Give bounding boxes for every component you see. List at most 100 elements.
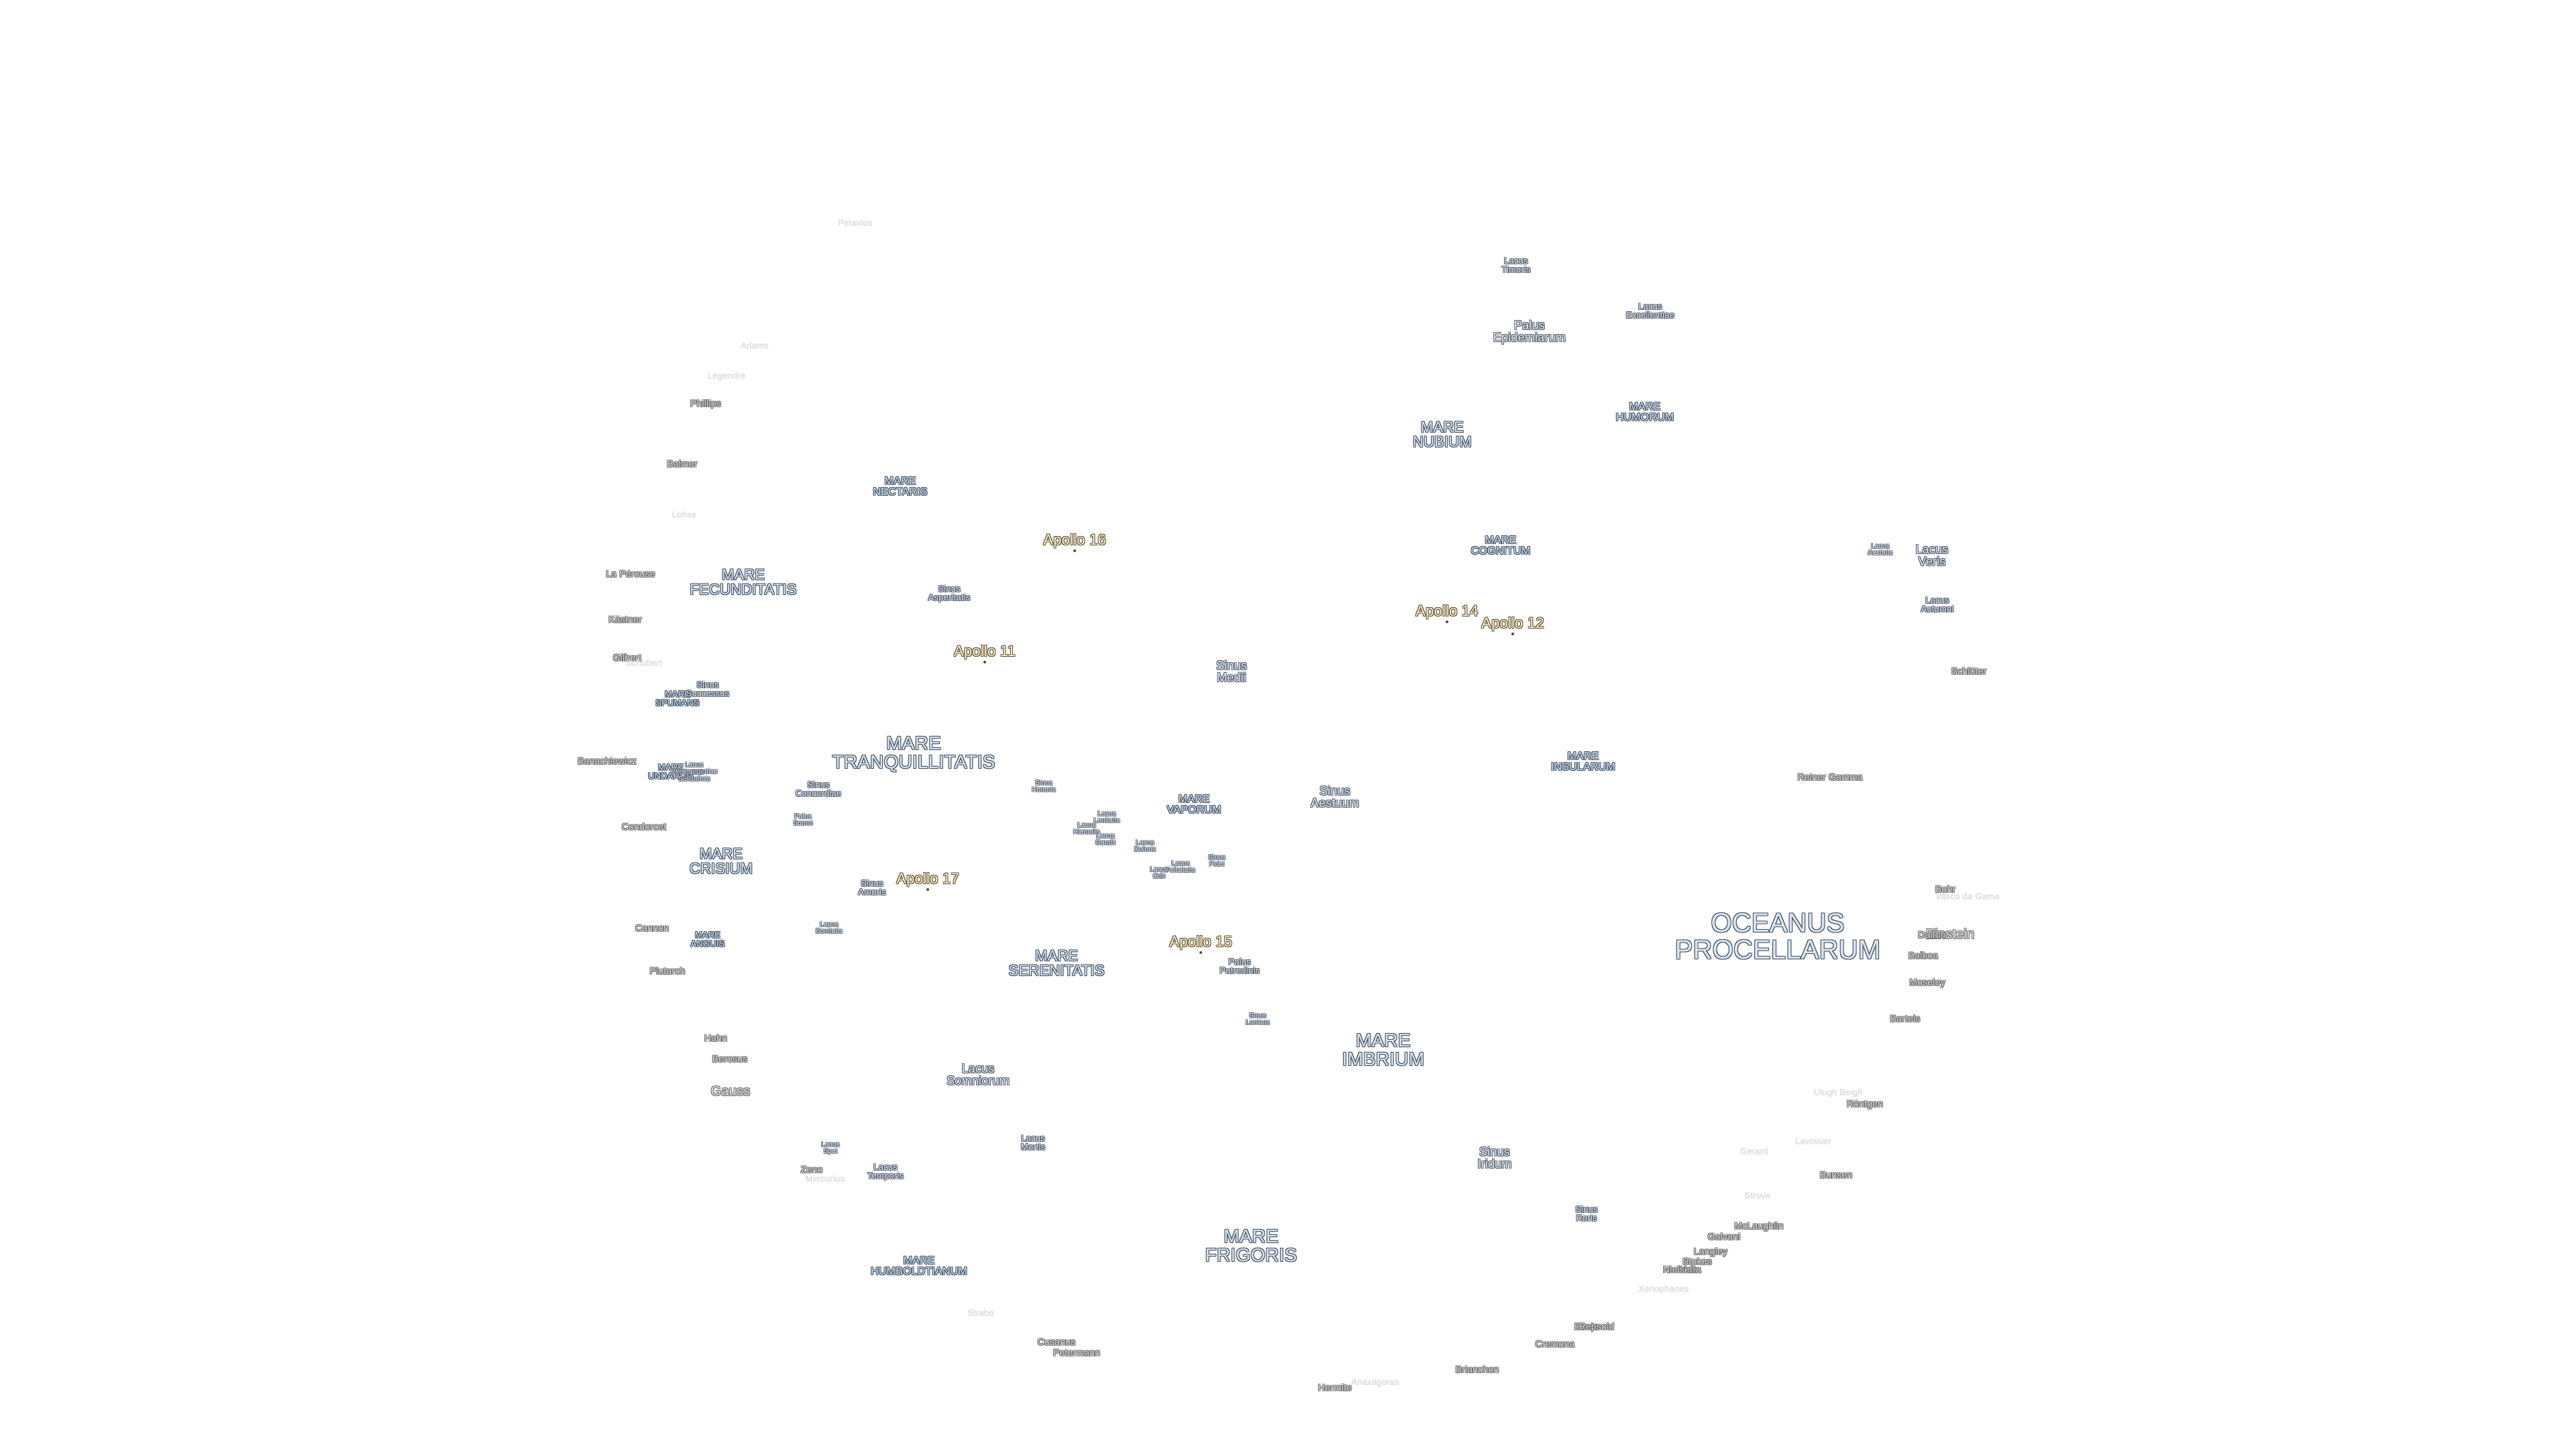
lunar-feature-label: Lacus Mortis: [1020, 1133, 1046, 1152]
crater-label: Hahn: [704, 1032, 728, 1043]
crater-label: Volta: [1679, 1264, 1702, 1275]
crater-label: Gauss: [710, 1084, 751, 1099]
crater-label: Banachiewicz: [578, 755, 637, 766]
lunar-feature-label: Sinus Lunicus: [1246, 1012, 1270, 1026]
crater-label: Kästner: [608, 614, 642, 625]
crater-label: Einstein: [1925, 927, 1975, 942]
lunar-feature-label: Sinus Honoris: [1032, 780, 1056, 794]
apollo-landing-marker: [983, 661, 986, 663]
mare-label: MARE FECUNDITATIS: [690, 566, 797, 598]
apollo-site-label: Apollo 11: [954, 643, 1016, 659]
lunar-feature-label: Lacus Somniorum: [947, 1062, 1010, 1087]
lunar-feature-label: Lacus Aestatis: [1868, 543, 1893, 557]
crater-label: Struve: [1744, 1190, 1771, 1201]
apollo-landing-marker: [1446, 621, 1448, 623]
crater-label: Schlüter: [1951, 665, 1987, 676]
crater-label: McLaughlin: [1734, 1220, 1784, 1231]
mare-label: MARE TRANQUILLITATIS: [832, 733, 996, 772]
crater-label: Cannon: [635, 922, 669, 933]
mare-label: MARE NUBIUM: [1413, 419, 1472, 450]
lunar-feature-label: Lacus Lenitatis: [1093, 810, 1120, 824]
lunar-feature-label: Sinus Aestuum: [1310, 784, 1360, 810]
crater-label: Schubert: [626, 657, 662, 668]
crater-label: Lohse: [672, 509, 697, 520]
crater-label: Petermann: [1053, 1347, 1101, 1358]
lunar-feature-label: Sinus Medii: [1216, 659, 1248, 684]
crater-label: Gerard: [1740, 1146, 1768, 1157]
lunar-feature-label: Sinus Amoris: [858, 878, 886, 897]
crater-label: Bartels: [1890, 1013, 1921, 1024]
apollo-landing-marker: [1511, 633, 1514, 635]
apollo-site-label: Apollo 14: [1415, 602, 1479, 619]
crater-label: Mercurius: [805, 1173, 845, 1184]
mare-label: MARE COGNITUM: [1470, 535, 1531, 557]
crater-label: Nielsen: [1662, 1264, 1696, 1275]
crater-label: Cusanus: [1037, 1336, 1076, 1347]
crater-label: Condorcet: [621, 821, 667, 832]
lunar-feature-label: Sinus Iridum: [1477, 1145, 1512, 1171]
lunar-feature-label: Palus Epidemiarum: [1493, 319, 1566, 344]
mare-label: MARE HUMORUM: [1615, 401, 1674, 423]
crater-label: Cremona: [1535, 1338, 1575, 1349]
mare-label: OCEANUS PROCELLARUM: [1674, 908, 1881, 965]
lunar-feature-label: Lacus Spei: [821, 1141, 840, 1155]
crater-label: La Pérouse: [606, 568, 655, 579]
crater-label: Röntgen: [1846, 1098, 1884, 1109]
lunar-feature-label: Lacus Solitudinis: [678, 769, 710, 783]
apollo-site-label: Apollo 16: [1043, 531, 1106, 548]
lunar-feature-label: Lacus Hiemalis: [1073, 822, 1100, 836]
lunar-feature-label: Lacus Timoris: [1501, 256, 1531, 274]
crater-label: Balboa: [1908, 950, 1939, 961]
crater-label: Galvani: [1707, 1231, 1741, 1242]
mare-label: MARE HUMBOLDTIANUM: [871, 1255, 967, 1277]
crater-label: Repsold: [1578, 1321, 1615, 1332]
lunar-feature-label: Sinus Fidei: [1208, 854, 1226, 868]
crater-label: Anaxagoras: [1351, 1377, 1399, 1387]
lunar-feature-label: Lacus Perseverantiae: [670, 761, 718, 775]
lunar-feature-label: Lacus Bonitatis: [815, 921, 843, 935]
crater-label: Legendre: [707, 370, 746, 381]
lunar-feature-label: Lacus Gaudii: [1095, 833, 1116, 847]
crater-label: Zeno: [800, 1164, 823, 1175]
lunar-feature-label: Lacus Veris: [1915, 543, 1949, 568]
crater-label: Dalton: [1918, 929, 1946, 940]
crater-label: Reiner Gamma: [1797, 771, 1863, 782]
apollo-site-label: Apollo 15: [1169, 933, 1232, 950]
lunar-feature-label: Palus Somni: [793, 813, 813, 827]
lunar-feature-label: Lacus Autumni: [1921, 595, 1954, 614]
crater-label: Vasco da Gama: [1935, 891, 2000, 902]
crater-label: Ulugh Beigh: [1813, 1087, 1863, 1097]
crater-label: Strabo: [967, 1307, 994, 1318]
crater-label: Brianchon: [1455, 1364, 1499, 1375]
crater-label: Xenophanes: [1638, 1283, 1689, 1294]
lunar-feature-label: Sinus Roris: [1575, 1204, 1598, 1223]
lunar-feature-label: Sinus Asperitatis: [928, 584, 971, 602]
lunar-feature-label: Lacus Temporis: [867, 1162, 904, 1181]
apollo-site-label: Apollo 17: [896, 870, 959, 887]
crater-label: Langley: [1693, 1246, 1728, 1256]
crater-label: Gilbert: [612, 652, 642, 663]
crater-label: Petavius: [838, 217, 873, 228]
crater-label: Berosus: [712, 1053, 748, 1064]
crater-label: Balmer: [667, 458, 698, 469]
crater-label: Moseley: [1909, 977, 1945, 987]
crater-label: Bohr: [1935, 883, 1956, 894]
mare-label: MARE CRISIUM: [689, 845, 753, 877]
lunar-feature-label: Sinus Successus: [686, 680, 730, 698]
mare-label: MARE VAPORUM: [1167, 794, 1222, 816]
crater-label: Phillips: [690, 398, 721, 409]
apollo-landing-marker: [1073, 549, 1076, 552]
lunar-feature-label: Lacus Felicitatis: [1166, 860, 1195, 874]
mare-label: MARE ANGUIS: [690, 930, 725, 949]
mare-label: MARE NECTARIS: [873, 476, 928, 498]
crater-label: Lavoisier: [1795, 1136, 1831, 1146]
mare-label: MARE SERENITATIS: [1008, 947, 1105, 979]
lunar-feature-label: Lacus Odii: [1150, 866, 1169, 880]
lunar-feature-label: Sinus Concordiae: [795, 780, 842, 798]
apollo-landing-marker: [1199, 951, 1202, 954]
crater-label: Plutarch: [649, 965, 686, 976]
lunar-feature-label: Palus Putredinis: [1220, 957, 1260, 975]
mare-label: MARE UNDARUM: [648, 762, 694, 781]
crater-label: Bunsen: [1819, 1169, 1853, 1180]
